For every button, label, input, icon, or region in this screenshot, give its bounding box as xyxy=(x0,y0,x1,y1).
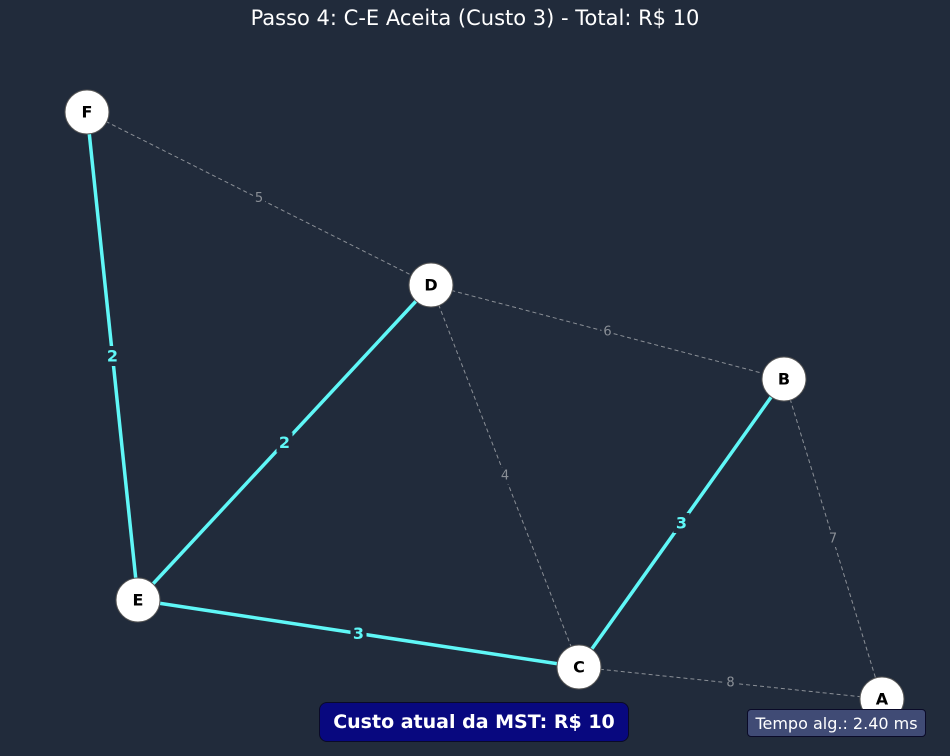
node-label-C: C xyxy=(573,658,585,677)
node-circle-E xyxy=(115,577,161,623)
edge-weight-C-A: 8 xyxy=(726,676,734,691)
node-label-B: B xyxy=(778,370,790,389)
edges-layer: 5 6 4 7 8 2 2 3 3 xyxy=(85,111,883,700)
edge-weight-B-A: 7 xyxy=(829,532,837,547)
edge-weight-bg-F-E xyxy=(104,346,121,366)
edge-weight-D-C: 4 xyxy=(501,469,509,484)
edge-weight-F-E: 2 xyxy=(107,347,118,366)
edge-weight-bg-C-A xyxy=(724,675,737,691)
node-B: B xyxy=(761,356,807,402)
edge-weight-E-C: 3 xyxy=(353,624,364,643)
node-circle-F xyxy=(64,89,110,135)
edge-weight-bg-D-C xyxy=(499,468,511,484)
algorithm-time-box: Tempo alg.: 2.40 ms xyxy=(747,709,926,737)
algorithm-time-text: Tempo alg.: 2.40 ms xyxy=(755,713,918,733)
edge-weight-C-B: 3 xyxy=(676,514,687,533)
node-circle-C xyxy=(556,644,602,690)
node-C: C xyxy=(556,644,602,690)
edge-C-A xyxy=(578,666,883,700)
nodes-layer: A B C D E F xyxy=(64,89,905,722)
node-D: D xyxy=(408,262,454,308)
node-F: F xyxy=(64,89,110,135)
node-label-D: D xyxy=(424,276,437,295)
node-label-A: A xyxy=(876,690,889,709)
node-E: E xyxy=(115,577,161,623)
diagram-title: Passo 4: C-E Aceita (Custo 3) - Total: R… xyxy=(250,6,700,30)
node-circle-B xyxy=(761,356,807,402)
node-label-E: E xyxy=(133,591,144,610)
node-label-F: F xyxy=(82,103,93,122)
edge-weight-E-D: 2 xyxy=(279,433,290,452)
edge-weight-bg-E-D xyxy=(276,432,293,453)
edge-weight-F-D: 5 xyxy=(255,191,263,206)
mst-cost-box: Custo atual da MST: R$ 10 xyxy=(319,702,629,742)
edge-weight-bg-E-C xyxy=(350,623,367,644)
mst-cost-text: Custo atual da MST: R$ 10 xyxy=(333,711,615,733)
edge-weight-bg-B-A xyxy=(827,531,839,547)
edge-weight-bg-D-B xyxy=(601,324,614,340)
edge-weight-bg-F-D xyxy=(253,190,265,207)
edge-weight-bg-C-B xyxy=(673,513,690,533)
edge-weight-D-B: 6 xyxy=(603,325,611,340)
node-circle-D xyxy=(408,262,454,308)
